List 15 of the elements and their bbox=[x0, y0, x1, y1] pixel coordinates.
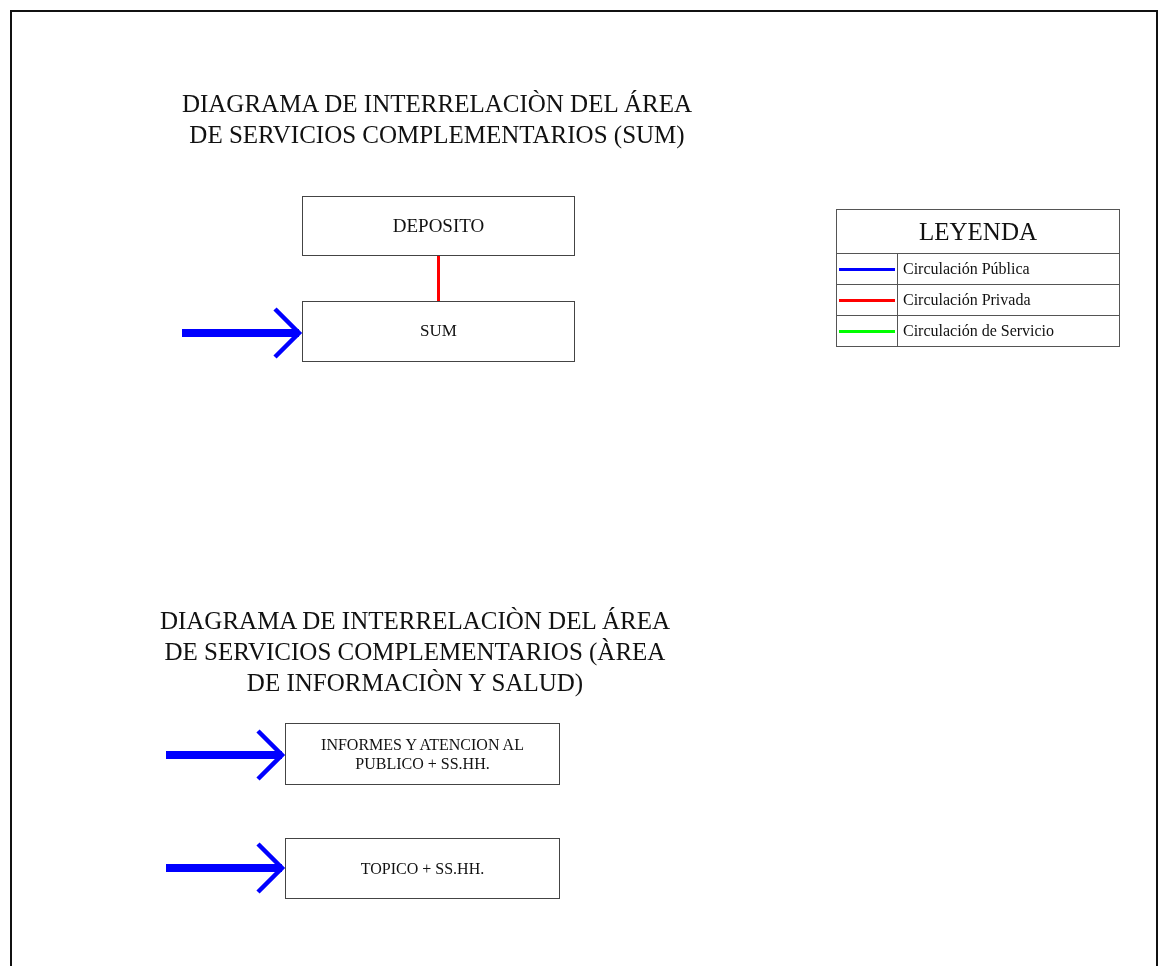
room-label: SUM bbox=[420, 321, 457, 342]
legend-label: Circulación Privada bbox=[903, 291, 1031, 309]
room-label: TOPICO + SS.HH. bbox=[360, 858, 485, 879]
diagram-title: DIAGRAMA DE INTERRELACIÒN DEL ÁREA DE SERVICIOS COMPLEMENTARIOS (SUM) bbox=[180, 89, 694, 150]
room-label: INFORMES Y ATENCION AL PUBLICO + SS.HH. bbox=[320, 734, 525, 774]
section-heading: DIAGRAMA DE INTERRELACIÒN DEL ÁREA DE SERVICIOS COMPLEMENTARIOS (ÀREA DE INFORMACIÒN Y SALUD) bbox=[158, 606, 672, 698]
room-box bbox=[285, 723, 560, 785]
room-box bbox=[285, 838, 560, 899]
connector-line bbox=[437, 256, 440, 301]
legend-label: Circulación de Servicio bbox=[903, 322, 1055, 340]
room-box bbox=[302, 301, 575, 362]
room-label: DEPOSITO bbox=[392, 214, 485, 238]
legend-title: LEYENDA bbox=[919, 217, 1037, 246]
room-box bbox=[302, 196, 575, 256]
legend-label: Circulación Pública bbox=[903, 260, 1030, 278]
